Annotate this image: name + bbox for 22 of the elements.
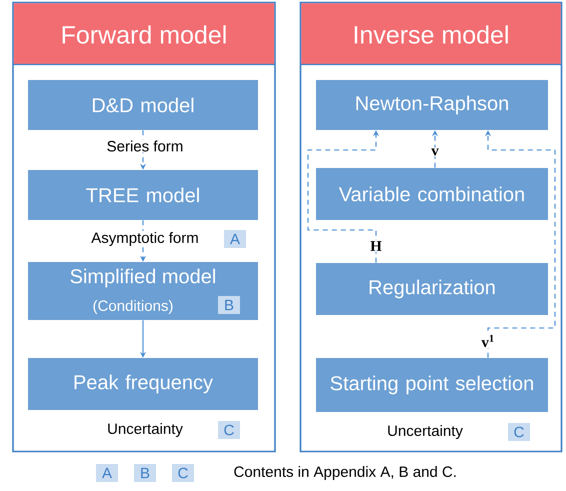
letter-badge: A	[224, 230, 246, 248]
letter-badge: A	[96, 464, 118, 482]
note-text: Uncertainty	[108, 423, 183, 437]
letter-badge: B	[218, 296, 240, 314]
process-box: Starting point selection	[316, 358, 548, 412]
letter-badge: C	[508, 423, 530, 441]
process-box: Regularization	[316, 263, 548, 315]
edge-label: Series form	[106, 140, 184, 153]
process-box: Peak frequency	[28, 358, 258, 410]
edge-label: Asymptotic form	[90, 231, 200, 247]
letter-badge: C	[218, 421, 240, 439]
note-text: Contents in Appendix A, B and C.	[234, 466, 456, 480]
edge-label: v$^{1}$	[480, 334, 496, 348]
process-box: Variable combination	[316, 168, 548, 220]
edge-label: H	[369, 240, 383, 252]
note-text: Uncertainty	[388, 425, 463, 439]
process-box: D&D model	[28, 80, 258, 130]
letter-badge: B	[134, 464, 156, 482]
edge-label: v	[430, 147, 440, 157]
process-box: TREE model	[28, 170, 258, 220]
letter-badge: C	[172, 464, 194, 482]
process-box: Newton-Raphson	[316, 80, 548, 130]
